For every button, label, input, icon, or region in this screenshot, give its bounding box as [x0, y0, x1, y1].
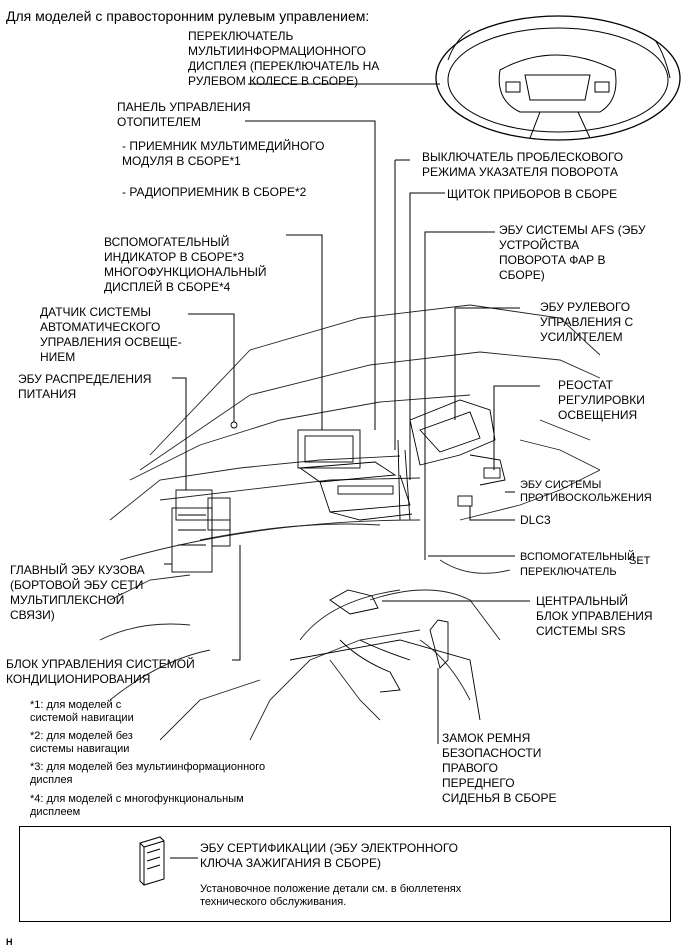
label-set-switch-b: SET [629, 555, 651, 567]
label-combo-meter: ЩИТОК ПРИБОРОВ В СБОРЕ [447, 187, 618, 201]
footnote-3: *3: для моделей без мультиинформационног… [30, 761, 266, 786]
label-srs-center: ЦЕНТРАЛЬНЫЙ БЛОК УПРАВЛЕНИЯ СИСТЕМЫ SRS [536, 594, 653, 638]
certification-box: ЭБУ СЕРТИФИКАЦИИ (ЭБУ ЭЛЕКТРОННОГО КЛЮЧА… [19, 826, 671, 922]
label-power-ecu: ЭБУ РАСПРЕДЕЛЕНИЯ ПИТАНИЯ [18, 372, 152, 401]
label-rheostat: РЕОСТАТ РЕГУЛИРОВКИ ОСВЕЩЕНИЯ [558, 378, 645, 422]
label-light-sensor: ДАТЧИК СИСТЕМЫ АВТОМАТИЧЕСКОГО УПРАВЛЕНИ… [40, 305, 182, 364]
ecu-module-icon [139, 836, 165, 886]
label-main-body-ecu: ГЛАВНЫЙ ЭБУ КУЗОВА (БОРТОВОЙ ЭБУ СЕТИ МУ… [10, 563, 145, 622]
label-aux-indicator: ВСПОМОГАТЕЛЬНЫЙ ИНДИКАТОР В СБОРЕ*3 МНОГ… [104, 235, 267, 294]
footnote-4: *4: для моделей с многофункциональным ди… [30, 793, 244, 818]
label-dlc3: DLC3 [520, 513, 551, 527]
certification-title: ЭБУ СЕРТИФИКАЦИИ (ЭБУ ЭЛЕКТРОННОГО КЛЮЧА… [200, 841, 458, 870]
footnote-1: *1: для моделей с системой навигации [30, 699, 134, 724]
label-set-switch-c: ПЕРЕКЛЮЧАТЕЛЬ [520, 566, 617, 578]
steering-wheel-icon [435, 15, 681, 141]
label-set-switch-a: ВСПОМОГАТЕЛЬНЫЙ [520, 551, 635, 563]
label-radio-receiver: - РАДИОПРИЕМНИК В СБОРЕ*2 [122, 185, 307, 199]
footnote-2: *2: для моделей без системы навигации [30, 730, 133, 755]
label-afs-ecu: ЭБУ СИСТЕМЫ AFS (ЭБУ УСТРОЙСТВА ПОВОРОТА… [499, 223, 646, 282]
label-seatbelt-buckle: ЗАМОК РЕМНЯ БЕЗОПАСНОСТИ ПРАВОГО ПЕРЕДНЕ… [442, 731, 557, 805]
label-ac-unit: БЛОК УПРАВЛЕНИЯ СИСТЕМОЙ КОНДИЦИОНИРОВАН… [6, 657, 195, 686]
page-heading: Для моделей с правосторонним рулевым упр… [6, 8, 370, 24]
label-eps-ecu: ЭБУ РУЛЕВОГО УПРАВЛЕНИЯ С УСИЛИТЕЛЕМ [540, 300, 634, 344]
label-multimedia-receiver: - ПРИЕМНИК МУЛЬТИМЕДИЙНОГО МОДУЛЯ В СБОР… [122, 139, 325, 168]
label-steering-switch: ПЕРЕКЛЮЧАТЕЛЬ МУЛЬТИИНФОРМАЦИОННОГО ДИСП… [188, 29, 380, 88]
label-hazard-switch: ВЫКЛЮЧАТЕЛЬ ПРОБЛЕСКОВОГО РЕЖИМА УКАЗАТЕ… [422, 150, 624, 179]
label-pcs-ecu: ЭБУ СИСТЕМЫ ПРОТИВОСКОЛЬЖЕНИЯ [520, 479, 652, 504]
corner-mark: H [6, 937, 13, 947]
certification-note: Установочное положение детали см. в бюлл… [200, 883, 462, 908]
label-heater-panel: ПАНЕЛЬ УПРАВЛЕНИЯ ОТОПИТЕЛЕМ [117, 100, 251, 129]
